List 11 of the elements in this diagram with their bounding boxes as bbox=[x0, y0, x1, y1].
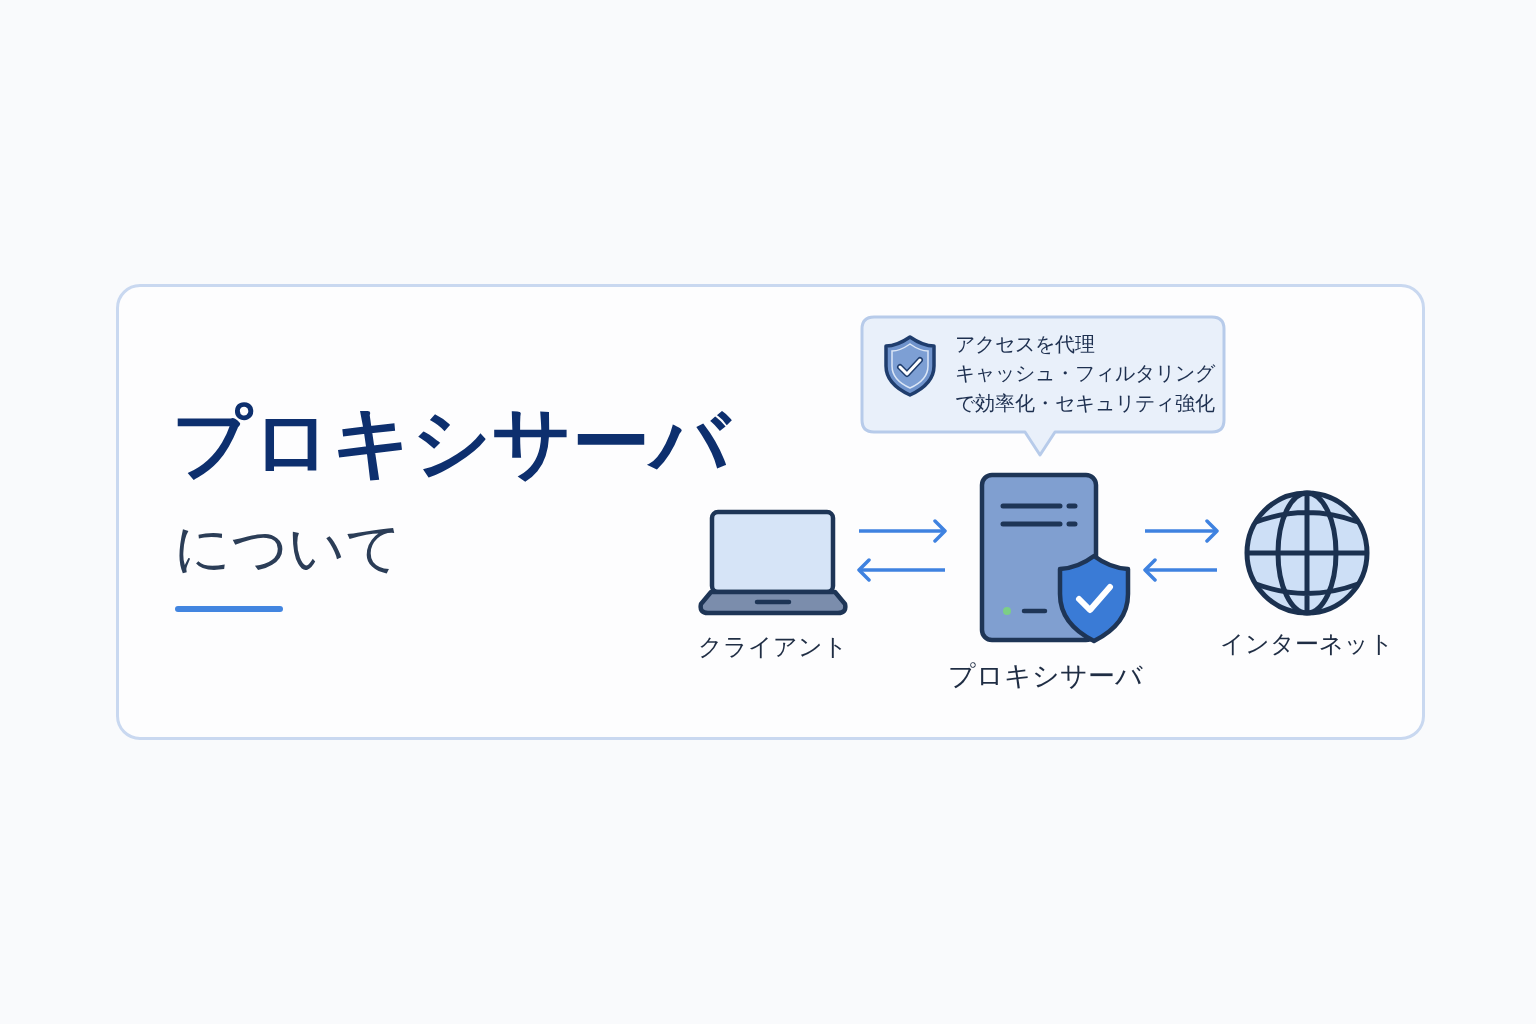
title: プロキシサーバ bbox=[172, 396, 730, 489]
node-label: プロキシサーバ bbox=[948, 660, 1142, 693]
callout-heading: アクセスを代理 bbox=[955, 331, 1095, 358]
arrow bbox=[857, 558, 945, 582]
node-label: クライアント bbox=[697, 633, 849, 662]
arrow bbox=[1143, 558, 1217, 582]
arrow bbox=[1145, 519, 1219, 543]
subtitle: について bbox=[174, 514, 402, 582]
callout-text: キャッシュ・フィルタリングで効率化・セキュリティ強化 bbox=[955, 361, 1216, 417]
node-label: インターネット bbox=[1220, 630, 1394, 659]
arrow bbox=[859, 519, 947, 543]
